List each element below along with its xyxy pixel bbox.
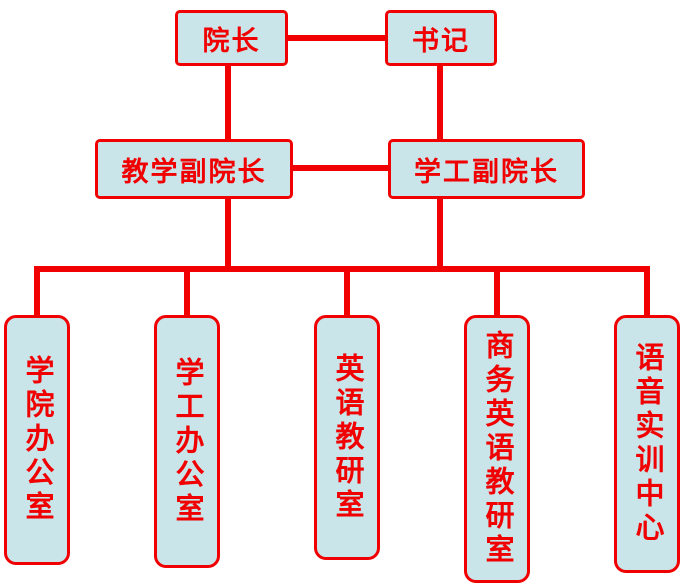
connector-dean-teaching xyxy=(225,66,231,139)
node-dept-college-office: 学院办公室 xyxy=(4,315,70,565)
connector-bus xyxy=(34,266,650,272)
drop-dept-3 xyxy=(344,266,350,316)
node-secretary: 书记 xyxy=(385,10,497,66)
node-teaching-vice-dean: 教学副院长 xyxy=(95,139,293,199)
node-student-vice-dean-label: 学工副院长 xyxy=(414,156,559,187)
node-dept-student-office-label: 学工办公室 xyxy=(171,356,203,527)
node-dept-business-english-label: 商务英语教研室 xyxy=(481,330,513,568)
drop-dept-1 xyxy=(34,266,40,316)
node-student-vice-dean: 学工副院长 xyxy=(388,139,585,199)
connector-teaching-bus xyxy=(225,199,231,268)
node-dept-phonetics-center: 语音实训中心 xyxy=(614,315,680,573)
node-dean: 院长 xyxy=(175,10,288,66)
connector-dean-secretary xyxy=(288,35,385,41)
connector-secretary-student xyxy=(437,66,443,139)
node-dept-college-office-label: 学院办公室 xyxy=(21,355,53,525)
node-dept-student-office: 学工办公室 xyxy=(154,315,220,568)
node-dept-english-teaching: 英语教研室 xyxy=(314,315,380,560)
node-dept-phonetics-center-label: 语音实训中心 xyxy=(631,342,663,546)
connector-student-bus xyxy=(437,199,443,268)
node-dean-label: 院长 xyxy=(202,25,261,56)
drop-dept-4 xyxy=(494,266,500,316)
node-dept-business-english: 商务英语教研室 xyxy=(464,315,530,583)
node-dept-english-teaching-label: 英语教研室 xyxy=(331,352,363,523)
node-teaching-vice-dean-label: 教学副院长 xyxy=(121,156,267,187)
drop-dept-2 xyxy=(184,266,190,316)
node-secretary-label: 书记 xyxy=(412,25,470,56)
drop-dept-5 xyxy=(644,266,650,316)
connector-vice-deans xyxy=(293,165,388,171)
